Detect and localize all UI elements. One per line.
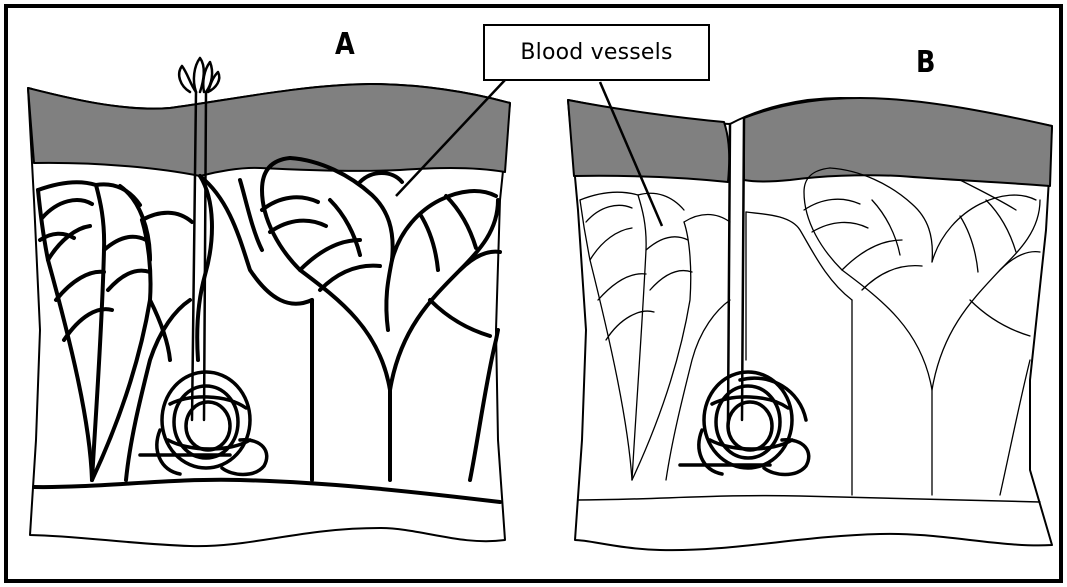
panel-a-follicle-coil <box>140 372 267 475</box>
panel-a-base-line <box>34 480 500 502</box>
panel-b-epidermis-left <box>568 100 729 182</box>
panel-a-drawing <box>28 58 510 546</box>
panel-b-label: B <box>916 48 935 78</box>
panel-b-epidermis-right <box>744 98 1052 186</box>
callout-text: Blood vessels <box>520 40 672 65</box>
panel-a-blood-vessels <box>38 158 500 480</box>
outer-frame <box>6 6 1061 581</box>
callout-box: Blood vessels <box>483 24 710 81</box>
panel-a-epidermis <box>28 84 510 176</box>
panel-b-base-line <box>578 496 1040 502</box>
panel-a-label: A <box>335 30 355 60</box>
panel-b-blood-vessels <box>580 168 1040 495</box>
panel-b-follicle-coil <box>680 372 809 475</box>
panel-b-drawing <box>568 98 1052 550</box>
